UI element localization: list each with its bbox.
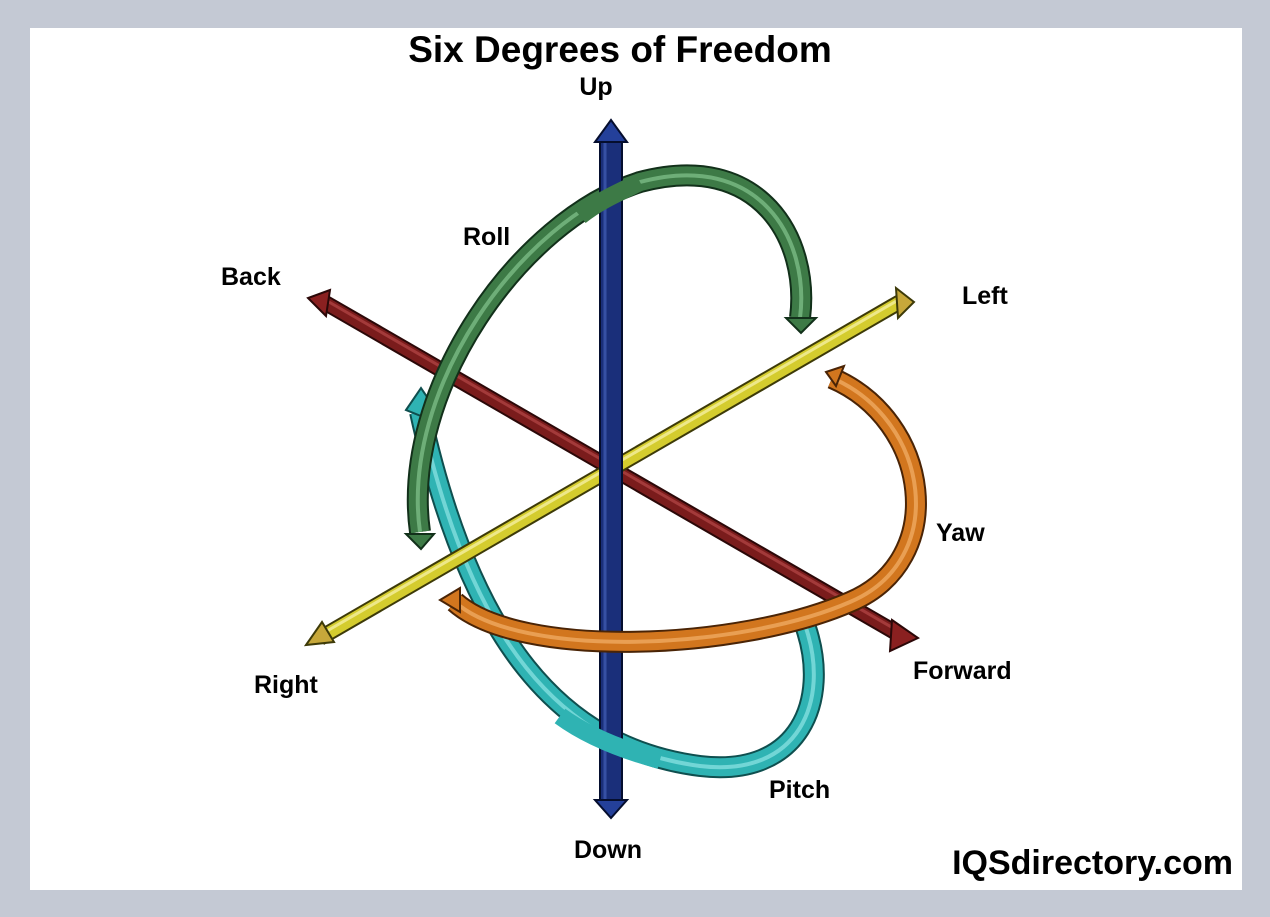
yaw-arc [438,364,927,653]
watermark: IQSdirectory.com [952,844,1233,882]
label-roll: Roll [463,223,510,251]
yaw-arrowhead-top [824,364,846,389]
yaw-arrowhead-left [438,586,461,614]
back-arrowhead [306,288,332,319]
up-arrowhead [593,118,629,143]
label-yaw: Yaw [936,519,985,547]
pitch-arc [404,386,825,779]
label-right: Right [254,671,319,699]
label-up: Up [579,73,612,101]
down-arrowhead [592,799,630,820]
up-down-axis [592,118,630,820]
diagram-title: Six Degrees of Freedom [408,29,832,70]
roll-arc-overlap [574,173,645,224]
left-arrowhead [894,285,916,321]
label-down: Down [574,836,642,864]
label-forward: Forward [913,657,1012,685]
right-arrowhead [303,620,336,647]
roll-arrowhead-right [783,317,819,335]
roll-arrowhead-bottom [403,533,437,551]
label-back: Back [221,263,281,291]
pitch-arc-overlap [554,708,663,769]
label-pitch: Pitch [769,776,830,804]
label-left: Left [962,282,1009,310]
forward-arrowhead [888,618,921,653]
